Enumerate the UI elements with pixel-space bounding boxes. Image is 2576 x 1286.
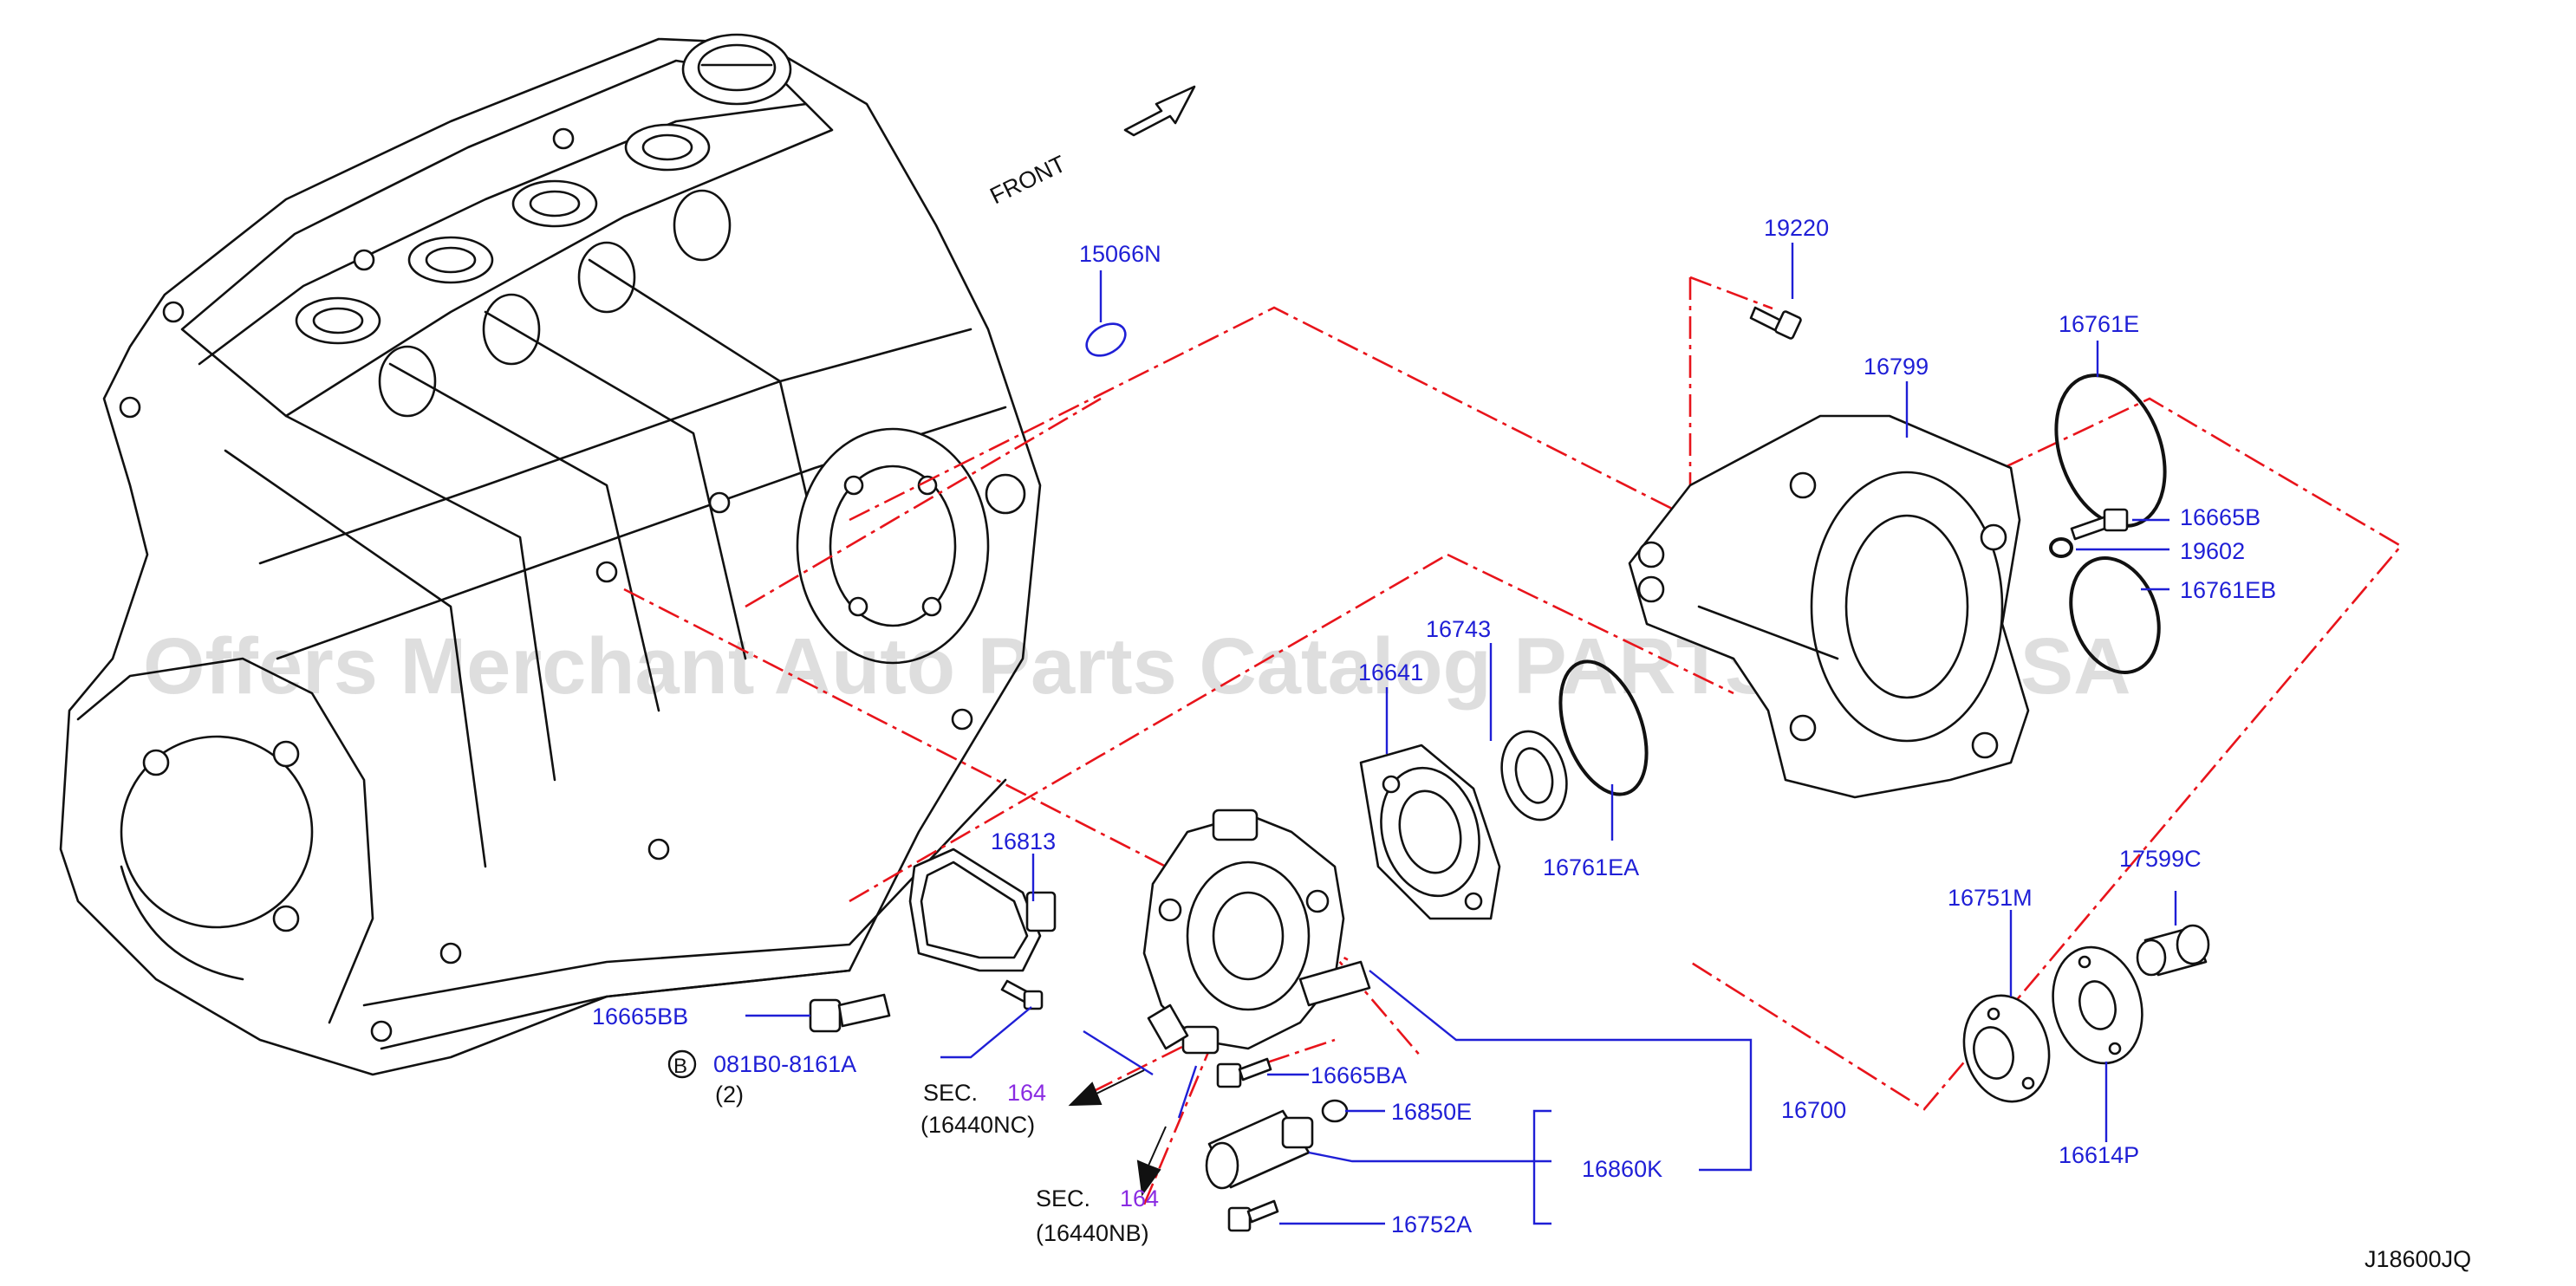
label-16761E: 16761E [2059, 311, 2139, 337]
label-081B0-qty: (2) [715, 1081, 744, 1107]
washer-19602 [2049, 537, 2073, 558]
gasket-16813 [908, 848, 1057, 972]
oil-filler-cap [681, 33, 792, 106]
o-ring-16850E [1321, 1099, 1349, 1123]
bolt-16665BA [1216, 1057, 1272, 1088]
label-15066N: 15066N [1079, 241, 1161, 267]
label-17599C: 17599C [2119, 846, 2202, 872]
solenoid-16860K [1205, 1109, 1314, 1190]
engine-block-illustration [59, 33, 1042, 1076]
label-19602: 19602 [2180, 538, 2245, 564]
bolt-19220 [1749, 306, 1802, 340]
sec-ref-2-number: 164 [1120, 1185, 1159, 1211]
sec-ref-1-sub: (16440NC) [920, 1112, 1035, 1138]
label-16850E: 16850E [1391, 1099, 1472, 1125]
leader-lines [745, 243, 2177, 1225]
sec-arrow-icon-2 [1136, 1126, 1167, 1197]
sec-arrow-icon-1 [1068, 1069, 1145, 1107]
bolt-16752A [1227, 1199, 1279, 1232]
o-ring-16761E [2054, 373, 2167, 528]
o-ring-15066N [1085, 322, 1127, 357]
part-number-labels: 15066N 19220 16799 16761E 16665B 19602 1… [592, 215, 2276, 1237]
figure-code: J18600JQ [2365, 1246, 2471, 1272]
bushing-17599C [2136, 924, 2210, 977]
o-ring-16761EB [2069, 556, 2161, 674]
sec-ref-2-sec: SEC. [1036, 1185, 1090, 1211]
pump-mount-face [796, 427, 1026, 665]
label-081B0-8161A: 081B0-8161A [713, 1051, 856, 1077]
label-16665BA: 16665BA [1311, 1062, 1407, 1088]
label-16761EB: 16761EB [2180, 577, 2276, 603]
label-16813: 16813 [991, 828, 1056, 854]
label-16860K: 16860K [1582, 1156, 1662, 1182]
bolt-ref-081B0: B 081B0-8161A (2) [667, 1049, 856, 1107]
flange-16641 [1359, 744, 1501, 920]
label-16614P: 16614P [2059, 1142, 2139, 1168]
bolt-16665B [2070, 508, 2129, 541]
label-16665B: 16665B [2180, 504, 2261, 530]
label-16665BB: 16665BB [592, 1003, 688, 1029]
label-16743: 16743 [1426, 616, 1491, 642]
seal-16743 [1500, 730, 1568, 822]
bolt-081B0-8161A [1000, 979, 1044, 1010]
o-ring-16761EA [1558, 659, 1649, 796]
front-direction-indicator: FRONT [986, 85, 1196, 210]
label-19220: 19220 [1764, 215, 1829, 241]
block-bolts [119, 127, 973, 1042]
label-16752A: 16752A [1391, 1211, 1472, 1237]
bolt-16665BB [809, 993, 891, 1033]
bell-housing [76, 657, 374, 1024]
front-arrow-icon [1123, 85, 1196, 137]
label-16700: 16700 [1781, 1097, 1846, 1123]
label-16799: 16799 [1864, 354, 1929, 380]
sec-ref-2-sub: (16440NB) [1036, 1220, 1149, 1246]
sec-reference-1: SEC. 164 (16440NC) [920, 1080, 1046, 1138]
intake-ports [378, 189, 732, 418]
bolt-marker-circle-icon [667, 1049, 697, 1079]
sec-ref-1-number: 164 [1007, 1080, 1046, 1106]
fuel-pump-16700 [1142, 809, 1371, 1055]
hub-16751M [1962, 994, 2051, 1103]
sec-ref-1-sec: SEC. [923, 1080, 978, 1106]
label-16751M: 16751M [1948, 885, 2033, 911]
label-16761EA: 16761EA [1543, 854, 1639, 880]
label-16641: 16641 [1358, 659, 1423, 685]
bracket-16799 [1628, 414, 2030, 799]
front-label: FRONT [986, 151, 1070, 210]
gear-plate-16614P [2052, 945, 2143, 1065]
sec-reference-2: SEC. 164 (16440NB) [1036, 1185, 1159, 1246]
bolt-marker: B [673, 1055, 687, 1078]
spark-plug-wells [295, 123, 711, 345]
